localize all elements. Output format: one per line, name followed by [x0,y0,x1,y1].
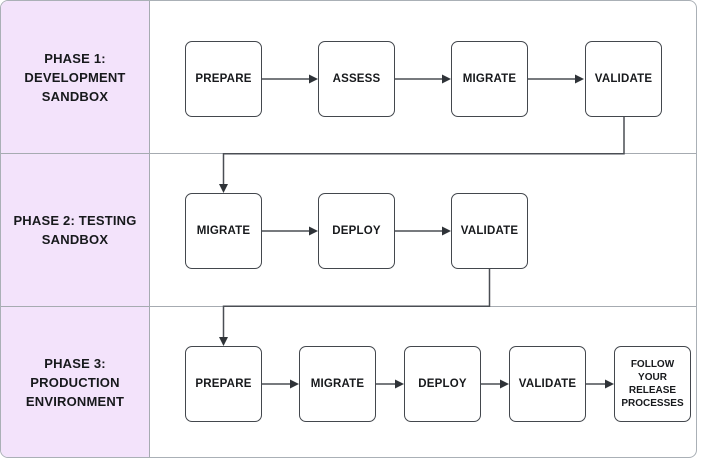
node-p2-deploy: DEPLOY [318,193,395,269]
arrow-p2-migrate-deploy [262,226,318,236]
lane-label-line: PRODUCTION [30,374,120,390]
arrow-p3-deploy-validate [481,379,509,389]
arrow-p2-validate-p3-prepare [219,269,491,346]
node-p3-validate: VALIDATE [509,346,586,422]
lane-label-phase-2: PHASE 2: TESTING SANDBOX [1,154,149,306]
node-p1-prepare: PREPARE [185,41,262,117]
node-p1-assess: ASSESS [318,41,395,117]
node-p3-prepare: PREPARE [185,346,262,422]
node-p3-follow-release-processes: FOLLOW YOUR RELEASE PROCESSES [614,346,691,422]
lane-label-line: SANDBOX [41,89,109,104]
lane-label-line: ENVIRONMENT [25,393,125,409]
lane-label-line: PHASE 2: TESTING [13,213,137,228]
arrow-p3-validate-follow [586,379,614,389]
lane-label-line: SANDBOX [41,232,109,247]
arrow-p1-prepare-assess [262,74,318,84]
arrow-p2-deploy-validate [395,226,451,236]
node-p2-validate: VALIDATE [451,193,528,269]
node-p2-migrate: MIGRATE [185,193,262,269]
arrow-p3-migrate-deploy [376,379,404,389]
arrow-p3-prepare-migrate [262,379,299,389]
node-p1-validate: VALIDATE [585,41,662,117]
node-p3-migrate: MIGRATE [299,346,376,422]
label-column-divider [149,1,151,457]
arrow-p1-migrate-validate [528,74,584,84]
arrow-p1-assess-migrate [395,74,451,84]
arrow-p1-validate-p2-migrate [219,117,625,193]
lane-label-line: PHASE 1: [44,51,106,66]
lane-label-phase-1: PHASE 1: DEVELOPMENT SANDBOX [1,1,149,154]
node-p3-deploy: DEPLOY [404,346,481,422]
lane-label-line: DEVELOPMENT [24,70,126,85]
lane-label-phase-3: PHASE 3: PRODUCTION ENVIRONMENT [1,306,149,457]
lane-label-column [1,1,149,457]
node-p1-migrate: MIGRATE [451,41,528,117]
lane-label-line: PHASE 3: [44,355,106,371]
